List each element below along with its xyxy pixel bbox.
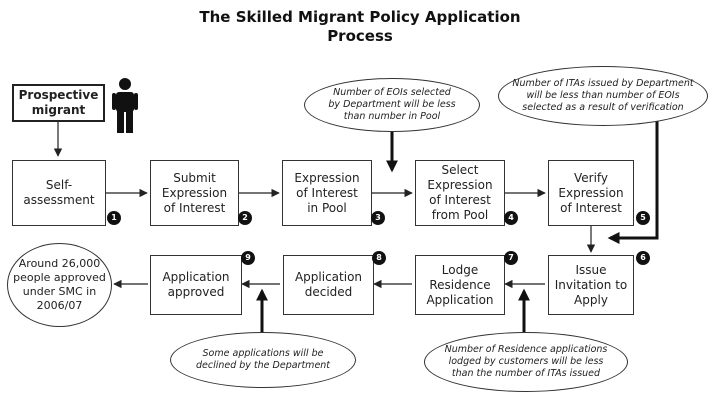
note-applications-declined: Some applications will be declined by th… [170, 332, 356, 388]
note-residence-applications: Number of Residence applications lodged … [424, 332, 628, 392]
step-submit-eoi: Submit Expression of Interest [150, 160, 239, 226]
step-eoi-in-pool: Expression of Interest in Pool [282, 160, 372, 226]
step-number-5: 5 [636, 211, 650, 225]
step-number-6: 6 [636, 251, 650, 265]
step-number-2: 2 [238, 211, 252, 225]
note-ita-issuance: Number of ITAs issued by Department will… [498, 66, 708, 126]
note-eoi-selection: Number of EOIs selected by Department wi… [304, 78, 480, 132]
step-number-7: 7 [504, 251, 518, 265]
step-select-eoi: Select Expression of Interest from Pool [415, 160, 505, 226]
step-application-approved: Application approved [150, 255, 242, 315]
step-number-8: 8 [372, 251, 386, 265]
step-number-4: 4 [504, 211, 518, 225]
step-lodge-application: Lodge Residence Application [415, 255, 505, 315]
step-number-9: 9 [241, 251, 255, 265]
step-application-decided: Application decided [283, 255, 374, 315]
step-self-assessment: Self- assessment [12, 160, 106, 226]
step-number-3: 3 [371, 211, 385, 225]
note2-pointer [607, 116, 659, 244]
step-number-1: 1 [107, 211, 121, 225]
diagram-title: The Skilled Migrant Policy Application P… [199, 8, 521, 45]
step-issue-ita: Issue Invitation to Apply [548, 255, 634, 315]
person-icon [112, 78, 138, 133]
prospective-migrant-box: Prospective migrant [12, 84, 105, 122]
result-approved-count: Around 26,000 people approved under SMC … [7, 243, 112, 327]
step-verify-eoi: Verify Expression of Interest [548, 160, 634, 226]
